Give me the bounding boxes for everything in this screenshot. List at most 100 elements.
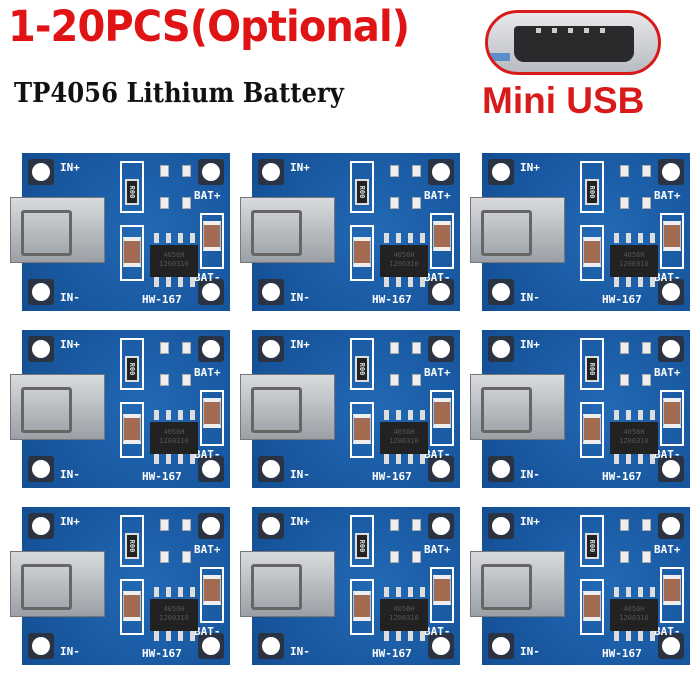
bat-minus-pad xyxy=(428,279,454,305)
bat-plus-label: BAT+ xyxy=(654,543,681,556)
mini-usb-closeup xyxy=(485,10,661,75)
chip-marking-line2: 1200310 xyxy=(389,614,419,622)
mini-usb-connector xyxy=(470,551,565,617)
capacitor xyxy=(583,591,601,621)
in-minus-label: IN- xyxy=(60,291,80,304)
bat-minus-pad xyxy=(198,633,224,659)
capacitor xyxy=(663,398,681,428)
in-plus-pad xyxy=(28,513,54,539)
in-minus-label: IN- xyxy=(520,291,540,304)
bat-plus-pad xyxy=(428,159,454,185)
in-plus-pad xyxy=(258,513,284,539)
in-plus-label: IN+ xyxy=(520,161,540,174)
chip-marking-line2: 1200310 xyxy=(619,260,649,268)
resistor: R00 xyxy=(585,179,599,205)
in-minus-label: IN- xyxy=(290,468,310,481)
chip-marking-line1: 4056H xyxy=(393,605,415,613)
bat-minus-pad xyxy=(198,279,224,305)
in-plus-label: IN+ xyxy=(290,515,310,528)
in-minus-label: IN- xyxy=(60,645,80,658)
bat-minus-pad xyxy=(658,279,684,305)
bat-minus-label: BAT- xyxy=(194,271,221,284)
resistor: R00 xyxy=(355,179,369,205)
capacitor xyxy=(203,575,221,605)
resistor-marking: R00 xyxy=(358,362,366,376)
in-minus-pad xyxy=(258,279,284,305)
resistor: R00 xyxy=(585,533,599,559)
bat-plus-pad xyxy=(428,336,454,362)
resistor-marking: R00 xyxy=(588,539,596,553)
mini-usb-connector xyxy=(10,197,105,263)
in-minus-pad xyxy=(28,633,54,659)
capacitor xyxy=(353,237,371,267)
bat-plus-pad xyxy=(428,513,454,539)
bat-plus-label: BAT+ xyxy=(654,366,681,379)
capacitor xyxy=(433,221,451,251)
in-plus-label: IN+ xyxy=(60,338,80,351)
chip-marking-line2: 1200310 xyxy=(389,260,419,268)
mini-usb-connector xyxy=(240,551,335,617)
in-plus-label: IN+ xyxy=(290,338,310,351)
capacitor xyxy=(203,398,221,428)
in-plus-label: IN+ xyxy=(290,161,310,174)
bat-minus-pad xyxy=(428,633,454,659)
model-label: HW-167 xyxy=(602,647,642,660)
in-minus-pad xyxy=(488,456,514,482)
in-minus-pad xyxy=(488,633,514,659)
chip-marking-line1: 4056H xyxy=(163,605,185,613)
bat-plus-pad xyxy=(658,159,684,185)
in-plus-pad xyxy=(28,336,54,362)
bat-plus-label: BAT+ xyxy=(194,189,221,202)
capacitor xyxy=(433,575,451,605)
in-plus-label: IN+ xyxy=(520,338,540,351)
mini-usb-connector xyxy=(240,197,335,263)
capacitor xyxy=(663,575,681,605)
bat-minus-label: BAT- xyxy=(194,448,221,461)
in-minus-label: IN- xyxy=(520,468,540,481)
mini-usb-connector xyxy=(10,374,105,440)
resistor: R00 xyxy=(355,356,369,382)
model-label: HW-167 xyxy=(602,293,642,306)
bat-minus-pad xyxy=(198,456,224,482)
capacitor xyxy=(123,414,141,444)
in-plus-pad xyxy=(258,336,284,362)
bat-minus-label: BAT- xyxy=(194,625,221,638)
resistor: R00 xyxy=(125,356,139,382)
capacitor xyxy=(353,591,371,621)
model-label: HW-167 xyxy=(372,293,412,306)
in-minus-label: IN- xyxy=(520,645,540,658)
bat-minus-label: BAT- xyxy=(654,271,681,284)
chip-marking-line1: 4056H xyxy=(623,251,645,259)
bat-plus-pad xyxy=(198,513,224,539)
in-minus-label: IN- xyxy=(290,645,310,658)
in-plus-pad xyxy=(258,159,284,185)
capacitor xyxy=(203,221,221,251)
mini-usb-connector xyxy=(470,374,565,440)
capacitor xyxy=(583,414,601,444)
resistor-marking: R00 xyxy=(128,185,136,199)
capacitor xyxy=(663,221,681,251)
resistor-marking: R00 xyxy=(128,362,136,376)
bat-minus-label: BAT- xyxy=(654,625,681,638)
chip-marking-line1: 4056H xyxy=(163,428,185,436)
resistor-marking: R00 xyxy=(358,539,366,553)
bat-plus-label: BAT+ xyxy=(654,189,681,202)
model-label: HW-167 xyxy=(142,647,182,660)
in-minus-pad xyxy=(488,279,514,305)
model-label: HW-167 xyxy=(602,470,642,483)
title: 1-20PCS(Optional) xyxy=(8,2,410,52)
in-plus-label: IN+ xyxy=(60,515,80,528)
model-label: HW-167 xyxy=(372,647,412,660)
resistor: R00 xyxy=(355,533,369,559)
